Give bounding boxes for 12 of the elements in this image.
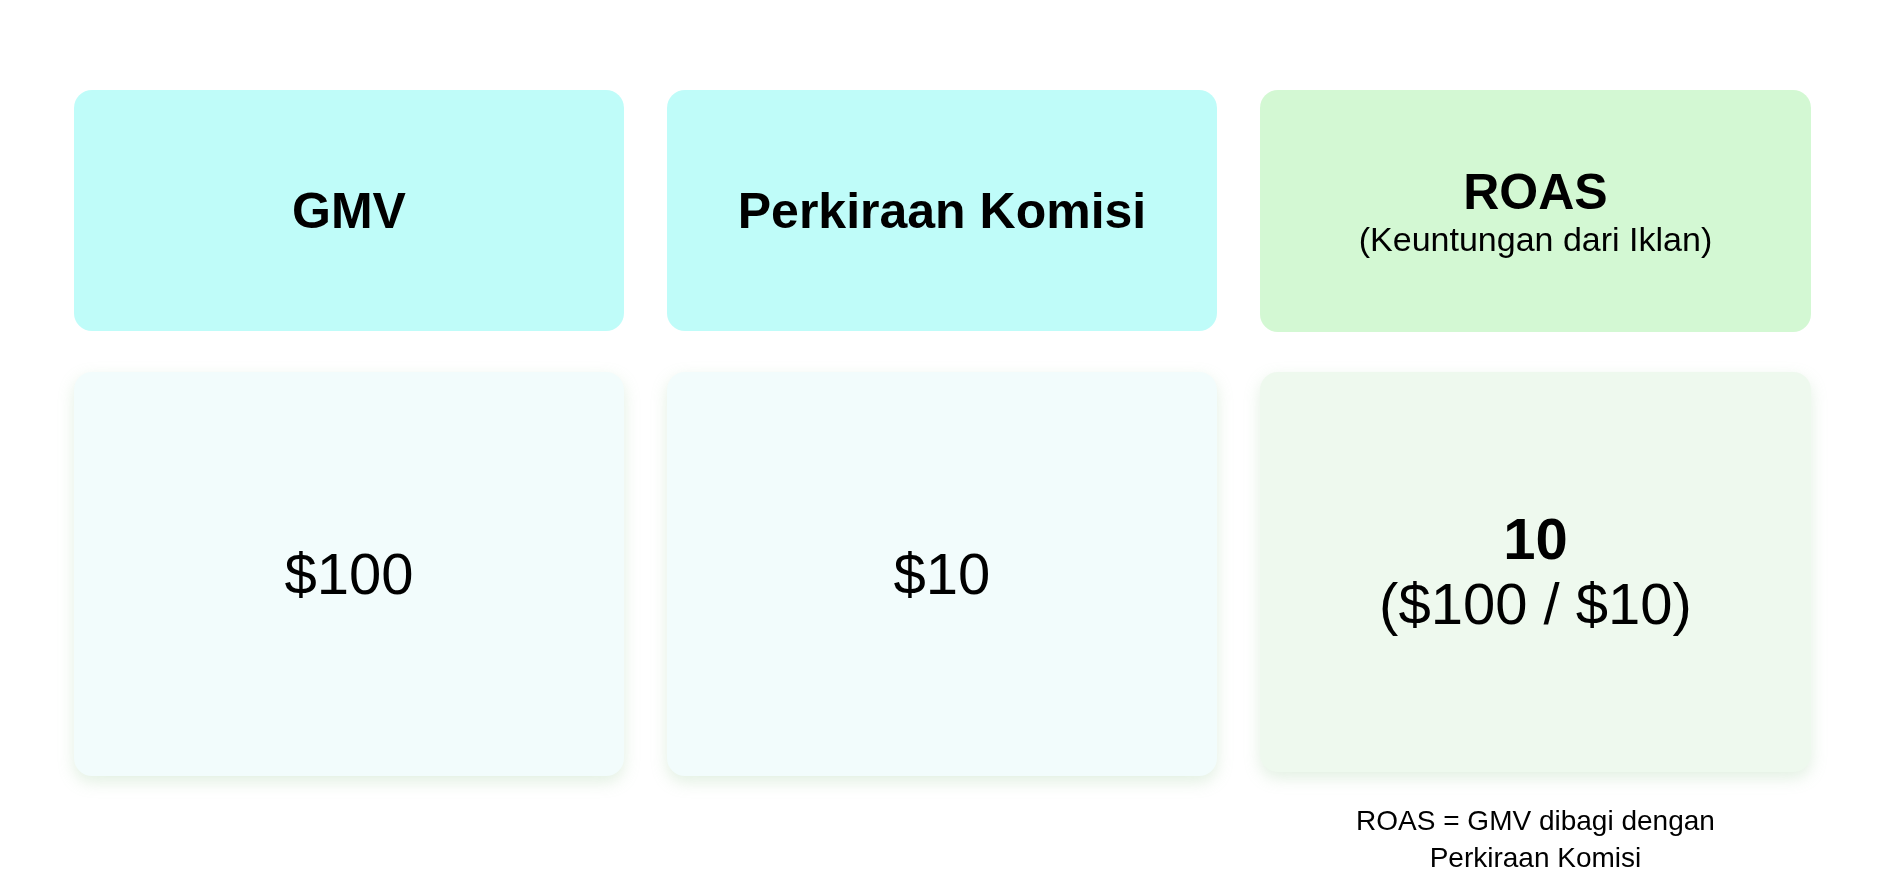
footnote: ROAS = GMV dibagi dengan Perkiraan Komisi — [1355, 804, 1716, 875]
column-heading: ROAS — [1463, 163, 1608, 220]
header-card — [667, 90, 1217, 331]
formula-text: ($100 / $10) — [1379, 572, 1692, 637]
value-text: $100 — [284, 541, 414, 607]
value-text: $10 — [893, 541, 991, 607]
result-value: 10 — [1503, 507, 1568, 572]
column-heading: Perkiraan Komisi — [737, 182, 1147, 239]
header-card — [74, 90, 624, 331]
column-heading: GMV — [292, 182, 406, 239]
header-card — [1260, 90, 1811, 332]
subheading: (Keuntungan dari Iklan) — [1358, 219, 1713, 259]
